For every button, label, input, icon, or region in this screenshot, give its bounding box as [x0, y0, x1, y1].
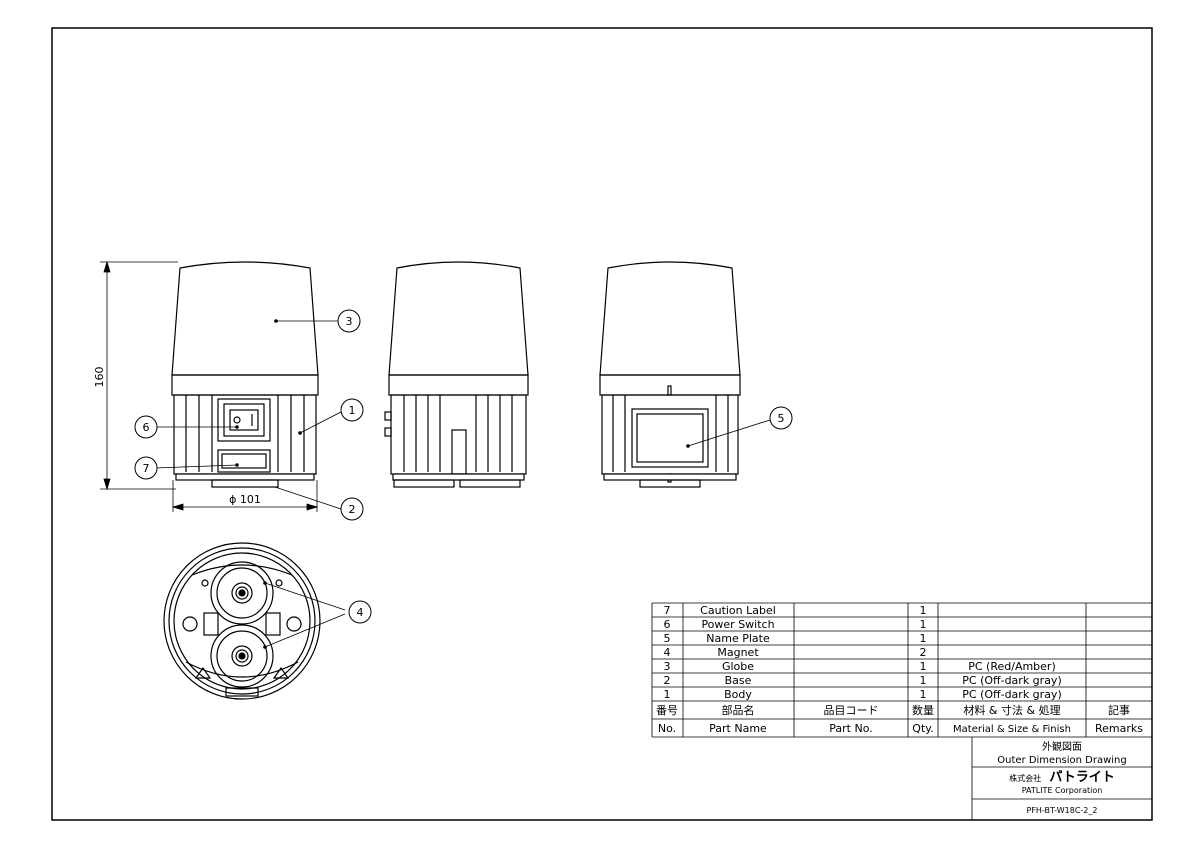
- svg-text:部品名: 部品名: [722, 703, 755, 717]
- drawing-number: PFH-BT-W18C-2_2: [1027, 806, 1098, 815]
- svg-text:1: 1: [664, 688, 671, 701]
- svg-text:6: 6: [143, 421, 150, 434]
- svg-text:Material & Size & Finish: Material & Size & Finish: [953, 724, 1071, 735]
- svg-text:2: 2: [349, 503, 356, 516]
- svg-text:番号: 番号: [656, 704, 678, 717]
- balloon-3: 3: [337, 309, 361, 333]
- svg-text:PC (Off-dark gray): PC (Off-dark gray): [962, 674, 1061, 687]
- svg-text:No.: No.: [658, 722, 676, 735]
- parts-row-6: 6 Power Switch 1: [664, 618, 927, 631]
- svg-text:品目コード: 品目コード: [824, 704, 879, 717]
- side-view: [384, 261, 529, 488]
- svg-text:PC (Red/Amber): PC (Red/Amber): [968, 660, 1056, 673]
- parts-row-5: 5 Name Plate 1: [664, 632, 927, 645]
- svg-text:Qty.: Qty.: [912, 722, 933, 735]
- dimension-lines: [100, 260, 319, 512]
- balloon-4: 4: [348, 600, 372, 624]
- balloon-6: 6: [134, 415, 158, 439]
- svg-text:4: 4: [357, 606, 364, 619]
- front-view: [171, 261, 319, 488]
- svg-text:Magnet: Magnet: [717, 646, 759, 659]
- parts-row-4: 4 Magnet 2: [664, 646, 927, 659]
- drawing-title-en: Outer Dimension Drawing: [997, 755, 1127, 766]
- parts-list-table: [651, 602, 1152, 820]
- bottom-view: [163, 542, 321, 700]
- svg-text:Part Name: Part Name: [709, 722, 767, 735]
- svg-text:5: 5: [664, 632, 671, 645]
- svg-text:1: 1: [920, 688, 927, 701]
- svg-text:1: 1: [920, 604, 927, 617]
- svg-text:Power Switch: Power Switch: [701, 618, 774, 631]
- parts-row-1: 1 Body 1 PC (Off-dark gray): [664, 688, 1062, 701]
- parts-header-jp: 番号 部品名 品目コード 数量 材料 & 寸法 & 処理 記事: [656, 703, 1130, 717]
- svg-text:4: 4: [664, 646, 671, 659]
- svg-text:数量: 数量: [912, 704, 934, 717]
- leader-dots: [235, 319, 690, 649]
- svg-text:Body: Body: [724, 688, 752, 701]
- parts-row-3: 3 Globe 1 PC (Red/Amber): [664, 660, 1056, 673]
- svg-text:7: 7: [664, 604, 671, 617]
- svg-text:1: 1: [920, 618, 927, 631]
- sheet-border: [51, 27, 1153, 821]
- svg-text:1: 1: [920, 660, 927, 673]
- company-name-en: PATLITE Corporation: [1022, 786, 1103, 795]
- svg-text:Name Plate: Name Plate: [706, 632, 770, 645]
- leader-lines: [154, 320, 771, 648]
- balloon-7: 7: [134, 456, 158, 480]
- svg-text:Remarks: Remarks: [1095, 722, 1143, 735]
- balloon-2: 2: [340, 497, 364, 521]
- svg-text:1: 1: [920, 674, 927, 687]
- company-name-jp: 株式会社 パトライト: [1009, 766, 1114, 785]
- svg-text:記事: 記事: [1108, 703, 1130, 717]
- svg-text:PC (Off-dark gray): PC (Off-dark gray): [962, 688, 1061, 701]
- balloon-1: 1: [340, 398, 364, 422]
- svg-text:3: 3: [346, 315, 353, 328]
- svg-text:Globe: Globe: [722, 660, 754, 673]
- svg-text:2: 2: [664, 674, 671, 687]
- svg-text:Caution Label: Caution Label: [700, 604, 776, 617]
- svg-text:Part No.: Part No.: [829, 722, 872, 735]
- svg-text:2: 2: [920, 646, 927, 659]
- svg-text:材料 & 寸法 & 処理: 材料 & 寸法 & 処理: [963, 703, 1060, 717]
- balloon-5: 5: [769, 406, 793, 430]
- height-dimension-label: 160: [93, 367, 106, 388]
- svg-text:7: 7: [143, 462, 150, 475]
- parts-row-7: 7 Caution Label 1: [664, 604, 927, 617]
- svg-text:Base: Base: [725, 674, 752, 687]
- title-block: 外観図面 Outer Dimension Drawing 株式会社 パトライト …: [997, 740, 1127, 815]
- back-view: [599, 261, 741, 488]
- diameter-dimension-label: ϕ 101: [229, 493, 261, 506]
- drawing-title-jp: 外観図面: [1042, 740, 1082, 753]
- svg-text:1: 1: [920, 632, 927, 645]
- svg-text:1: 1: [349, 404, 356, 417]
- svg-text:5: 5: [778, 412, 785, 425]
- parts-header-en: No. Part Name Part No. Qty. Material & S…: [658, 722, 1143, 735]
- parts-row-2: 2 Base 1 PC (Off-dark gray): [664, 674, 1062, 687]
- svg-text:6: 6: [664, 618, 671, 631]
- svg-text:3: 3: [664, 660, 671, 673]
